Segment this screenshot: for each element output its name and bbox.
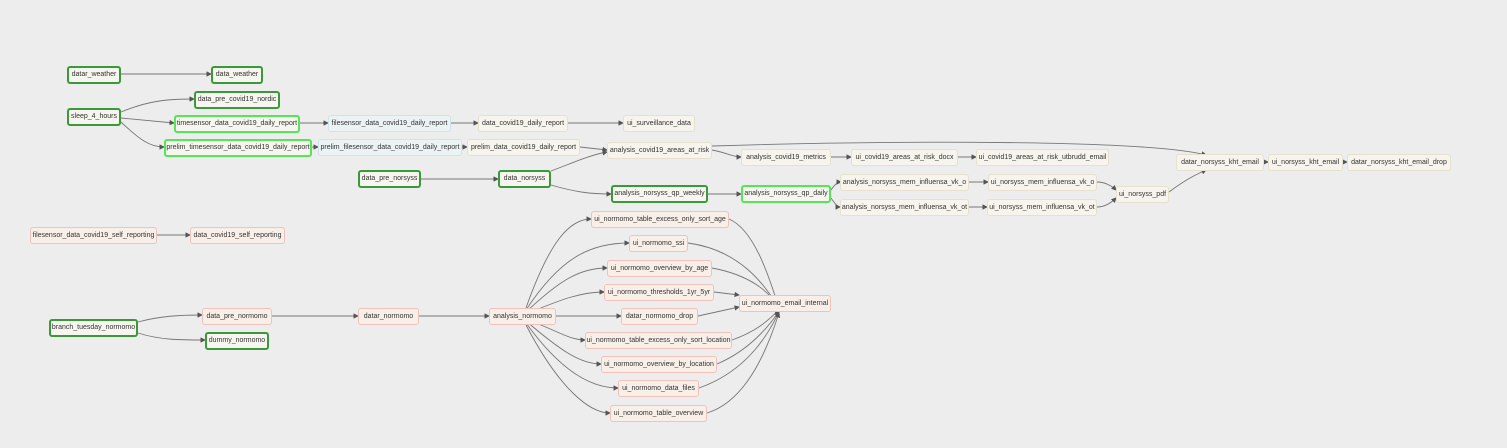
- task-node-datar-weather[interactable]: datar_weather: [67, 66, 121, 84]
- edge: [579, 146, 608, 153]
- task-node-prelim-timesensor-data-covid19-daily-report[interactable]: prelim_timesensor_data_covid19_daily_rep…: [164, 139, 312, 157]
- edge: [137, 312, 203, 323]
- edge: [711, 149, 742, 160]
- edge: [525, 320, 602, 367]
- task-node-dummy-normomo[interactable]: dummy_normomo: [205, 332, 269, 350]
- task-node-ui-normomo-table-excess-only-sort-age[interactable]: ui_normomo_table_excess_only_sort_age: [591, 211, 729, 228]
- edge: [525, 324, 611, 416]
- task-node-data-covid19-daily-report[interactable]: data_covid19_daily_report: [478, 115, 568, 132]
- edge: [137, 332, 206, 343]
- edge: [120, 117, 175, 126]
- task-node-datar-norsyss-kht-email-drop[interactable]: datar_norsyss_kht_email_drop: [1347, 154, 1451, 171]
- edge: [711, 141, 1207, 157]
- edge: [830, 197, 841, 210]
- edge: [697, 305, 740, 317]
- edge: [1168, 169, 1207, 193]
- task-node-ui-norsyss-pdf[interactable]: ui_norsyss_pdf: [1116, 186, 1169, 203]
- task-node-data-norsyss[interactable]: data_norsyss: [498, 170, 551, 188]
- edge: [120, 96, 195, 113]
- task-node-sleep-4-hours[interactable]: sleep_4_hours: [67, 108, 121, 126]
- task-node-ui-normomo-thresholds-1yr-5yr[interactable]: ui_normomo_thresholds_1yr_5yr: [604, 284, 714, 301]
- task-node-ui-surveillance-data[interactable]: ui_surveillance_data: [623, 115, 695, 132]
- edge: [550, 184, 612, 197]
- edge: [525, 265, 608, 313]
- task-node-datar-normomo[interactable]: datar_normomo: [358, 308, 419, 325]
- task-node-analysis-norsyss-mem-influensa-vk-ot[interactable]: analysis_norsyss_mem_influensa_vk_ot: [840, 199, 969, 216]
- task-node-datar-normomo-drop[interactable]: datar_normomo_drop: [621, 308, 698, 325]
- edge: [698, 311, 780, 389]
- task-node-data-pre-covid19-nordic[interactable]: data_pre_covid19_nordic: [194, 91, 280, 109]
- task-node-analysis-covid19-areas-at-risk[interactable]: analysis_covid19_areas_at_risk: [607, 142, 712, 159]
- edge: [713, 291, 740, 298]
- task-node-data-pre-normomo[interactable]: data_pre_normomo: [202, 308, 272, 325]
- task-node-ui-normomo-table-overview[interactable]: ui_normomo_table_overview: [610, 405, 707, 422]
- task-node-data-pre-norsyss[interactable]: data_pre_norsyss: [358, 170, 421, 188]
- task-node-analysis-norsyss-qp-weekly[interactable]: analysis_norsyss_qp_weekly: [611, 185, 708, 203]
- task-node-ui-normomo-data-files[interactable]: ui_normomo_data_files: [618, 380, 699, 397]
- task-node-prelim-data-covid19-daily-report[interactable]: prelim_data_covid19_daily_report: [467, 139, 580, 156]
- task-node-data-weather[interactable]: data_weather: [211, 66, 263, 84]
- task-node-analysis-norsyss-qp-daily[interactable]: analysis_norsyss_qp_daily: [741, 185, 831, 203]
- task-node-ui-norsyss-kht-email[interactable]: ui_norsyss_kht_email: [1268, 154, 1343, 171]
- task-node-analysis-covid19-metrics[interactable]: analysis_covid19_metrics: [741, 149, 831, 166]
- task-node-timesensor-data-covid19-daily-report[interactable]: timesensor_data_covid19_daily_report: [174, 115, 300, 133]
- task-node-filesensor-data-covid19-daily-report[interactable]: filesensor_data_covid19_daily_report: [328, 115, 451, 132]
- task-node-ui-norsyss-mem-influensa-vk-o[interactable]: ui_norsyss_mem_influensa_vk_o: [988, 174, 1097, 191]
- task-node-data-covid19-self-reporting[interactable]: data_covid19_self_reporting: [190, 227, 285, 244]
- edge: [525, 216, 592, 309]
- edge: [1096, 197, 1117, 208]
- task-node-ui-normomo-ssi[interactable]: ui_normomo_ssi: [629, 235, 688, 252]
- task-node-ui-normomo-overview-by-age[interactable]: ui_normomo_overview_by_age: [607, 260, 712, 277]
- edge: [525, 322, 619, 391]
- task-node-ui-normomo-overview-by-location[interactable]: ui_normomo_overview_by_location: [601, 356, 717, 373]
- task-node-ui-normomo-table-excess-only-sort-location[interactable]: ui_normomo_table_excess_only_sort_locati…: [585, 332, 732, 349]
- task-node-filesensor-data-covid19-self-reporting[interactable]: filesensor_data_covid19_self_reporting: [30, 227, 157, 244]
- task-node-datar-norsyss-kht-email[interactable]: datar_norsyss_kht_email: [1176, 154, 1264, 171]
- task-node-ui-normomo-email-internal[interactable]: ui_normomo_email_internal: [739, 295, 831, 312]
- task-node-analysis-norsyss-mem-influensa-vk-o[interactable]: analysis_norsyss_mem_influensa_vk_o: [840, 174, 969, 191]
- edge: [1096, 181, 1117, 191]
- task-node-prelim-filesensor-data-covid19-daily-report[interactable]: prelim_filesensor_data_covid19_daily_rep…: [318, 139, 462, 156]
- edge: [120, 121, 165, 150]
- edge: [550, 150, 608, 172]
- task-node-ui-covid19-areas-at-risk-utbrudd-email[interactable]: ui_covid19_areas_at_risk_utbrudd_email: [976, 149, 1109, 166]
- task-node-analysis-normomo[interactable]: analysis_normomo: [489, 308, 556, 325]
- task-node-branch-tuesday-normomo[interactable]: branch_tuesday_normomo: [49, 319, 138, 337]
- edge: [706, 312, 781, 414]
- task-node-ui-norsyss-mem-influensa-vk-ot[interactable]: ui_norsyss_mem_influensa_vk_ot: [987, 199, 1097, 216]
- edge: [525, 240, 630, 311]
- task-node-ui-covid19-areas-at-risk-docx[interactable]: ui_covid19_areas_at_risk_docx: [851, 149, 958, 166]
